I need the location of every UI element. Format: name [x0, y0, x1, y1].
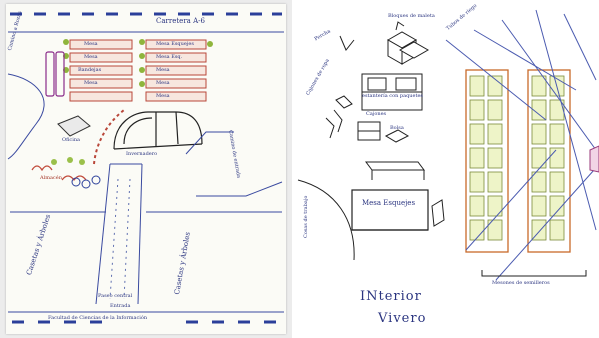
central-path-dots: [109, 178, 131, 300]
left-site-sketch: Carretera A-6 Camino a Rozas Camino de e…: [0, 0, 292, 338]
bench-label-3: Mesa: [84, 54, 98, 60]
bench-label-7: Mesa: [84, 80, 98, 86]
left-road-edge: [7, 73, 45, 160]
top-road-label: Carretera A-6: [156, 17, 205, 25]
bench-label-6: Mesa: [156, 67, 170, 73]
packages-shelf: [361, 73, 423, 111]
sketch-sheet: Carretera A-6 Camino a Rozas Camino de e…: [6, 4, 286, 334]
pot-rows: [45, 51, 65, 97]
rack-right-trays: [531, 75, 565, 241]
office-label: Oficina: [62, 137, 81, 143]
red-path: [93, 109, 125, 165]
bench-label-1: Mesa: [84, 41, 98, 47]
bottom-road-label: Facultad de Ciencias de la Información: [48, 315, 148, 321]
drawers-label: Cajones: [366, 111, 387, 117]
right-interior-sketch: Bloques de maleta estantería con paquete…: [296, 0, 599, 338]
title-line-2: Vivero: [378, 311, 427, 326]
green-trees: [51, 157, 85, 165]
central-path: [95, 163, 143, 305]
pink-object: [589, 145, 599, 173]
office-building: [57, 115, 91, 137]
bench-label-2: Mesa Esquejes: [156, 41, 194, 47]
shelf-label: estantería con paquetes: [362, 93, 423, 99]
seedbed-brace: [481, 270, 587, 277]
right-road-edge-b: [196, 181, 283, 197]
title-line-1: INterior: [360, 289, 422, 304]
left-note-label: Cosas de trabajo: [303, 195, 309, 238]
rack-left-trays: [469, 75, 503, 241]
tree-circles: [71, 175, 101, 189]
bench-label: Mesa Esquejes: [362, 199, 416, 207]
pointer-arrow: [395, 21, 405, 31]
right-road-edge-a: [185, 131, 234, 155]
irrigation-pipes: [445, 9, 597, 281]
seedbeds-label: Mesones de semilleros: [492, 280, 550, 286]
bench-table: [365, 161, 425, 180]
bench-label-4: Mesa Esq.: [156, 54, 183, 60]
store-label: Almacén: [40, 175, 62, 181]
crates: [386, 31, 430, 65]
entrance-label: Entrada: [110, 303, 131, 309]
flower-beds: [31, 165, 87, 181]
greenhouse: [113, 111, 203, 150]
site-plan-drawing: [7, 12, 284, 324]
greenhouse-label: Invernadero: [126, 151, 158, 157]
shelf-rack-left: [465, 69, 509, 253]
bag-box: [384, 129, 410, 143]
path-label: Paseo central: [98, 293, 133, 299]
bench-label-9: Mesa: [156, 93, 170, 99]
hanger-and-chairs: [325, 35, 355, 139]
shelf-rack-right: [527, 69, 571, 253]
left-curved-wall: [297, 179, 355, 261]
box-label: Bolsa: [390, 125, 404, 131]
interior-plan-drawing: [297, 9, 599, 281]
drawer-unit: [357, 121, 381, 141]
bench-label-5: Bandejas: [78, 67, 102, 73]
bench-label-8: Mesa: [156, 80, 170, 86]
small-cabinet: [431, 199, 445, 227]
bench-rows: [69, 39, 207, 102]
crates-label: Bloques de maleta: [388, 13, 435, 19]
work-table: [351, 189, 429, 231]
